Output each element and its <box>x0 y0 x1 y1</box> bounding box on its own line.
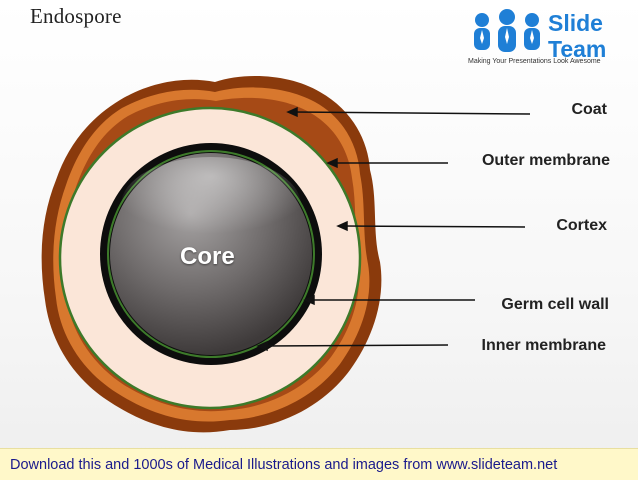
germ-cell-wall-arrowhead <box>303 294 315 306</box>
core-highlight <box>121 157 301 253</box>
inner-membrane <box>107 150 315 358</box>
label-cortex: Cortex <box>556 217 607 234</box>
cortex-arrowhead <box>336 220 348 232</box>
inner-membrane-arrowhead <box>256 340 268 352</box>
people-group-icon <box>474 9 540 52</box>
footer-banner: Download this and 1000s of Medical Illus… <box>0 448 638 480</box>
label-germ-cell-wall: Germ cell wall <box>501 296 609 313</box>
core-label: Core <box>180 243 235 270</box>
slide-title: Endospore <box>30 4 122 28</box>
logo-tagline: Making Your Presentations Look Awesome <box>468 58 601 65</box>
cortex-pointer <box>343 225 526 228</box>
logo-brand-line1: Slide <box>548 10 603 36</box>
inner-membrane-pointer <box>263 344 449 347</box>
logo-brand-line2: Team <box>548 36 607 62</box>
outer-membrane-arrowhead <box>326 157 338 169</box>
label-inner-membrane: Inner membrane <box>481 337 606 354</box>
footer-download-link[interactable]: Download this and 1000s of Medical Illus… <box>10 457 558 473</box>
coat-arrowhead <box>286 106 298 118</box>
label-outer-membrane: Outer membrane <box>481 152 610 169</box>
coat-pointer <box>293 111 531 115</box>
label-coat: Coat <box>571 101 607 118</box>
slideteam-logo: Slide Team Making Your Presentations Loo… <box>468 8 634 70</box>
